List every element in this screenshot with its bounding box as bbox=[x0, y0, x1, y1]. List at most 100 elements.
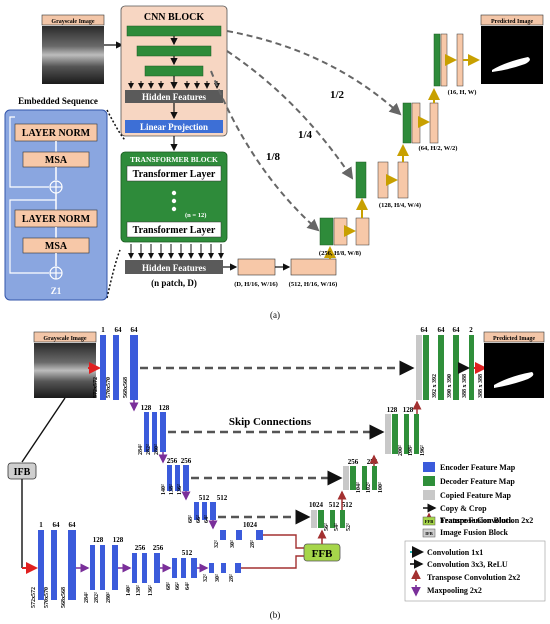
svg-text:LAYER NORM: LAYER NORM bbox=[22, 214, 91, 225]
svg-text:(16, H, W): (16, H, W) bbox=[448, 89, 477, 96]
svg-text:(D, H/16, W/16): (D, H/16, W/16) bbox=[234, 281, 278, 288]
svg-text:136²: 136² bbox=[177, 484, 183, 495]
svg-text:198²: 198² bbox=[408, 445, 414, 456]
svg-text:196²: 196² bbox=[420, 445, 426, 456]
svg-text:Z1: Z1 bbox=[51, 286, 62, 296]
svg-text:28²: 28² bbox=[229, 574, 235, 582]
svg-text:570x570: 570x570 bbox=[44, 587, 50, 608]
svg-text:64: 64 bbox=[53, 521, 61, 529]
bottom-encoder: 1 64 64 572x572 570x570 568x568 128 128 … bbox=[31, 521, 241, 608]
svg-text:100²: 100² bbox=[378, 482, 384, 493]
svg-text:256: 256 bbox=[181, 457, 192, 465]
svg-text:64²: 64² bbox=[204, 515, 210, 523]
svg-text:256: 256 bbox=[135, 544, 146, 552]
svg-text:390 x 390: 390 x 390 bbox=[447, 374, 453, 398]
svg-text:1/8: 1/8 bbox=[266, 151, 281, 163]
svg-text:TRANSFORMER BLOCK: TRANSFORMER BLOCK bbox=[130, 155, 218, 164]
svg-text:32²: 32² bbox=[214, 540, 220, 548]
svg-text:280²: 280² bbox=[106, 592, 112, 603]
svg-text:(a): (a) bbox=[270, 310, 280, 320]
svg-text:66²: 66² bbox=[175, 582, 181, 590]
svg-text:128: 128 bbox=[141, 404, 152, 412]
svg-text:30²: 30² bbox=[215, 574, 221, 582]
svg-text:512: 512 bbox=[199, 494, 210, 502]
svg-text:Predicted Image: Predicted Image bbox=[493, 336, 535, 342]
decoder-chain-a: (D, H/16, W/16) (512, H/16, W/16) (256, … bbox=[223, 14, 544, 288]
svg-text:(256, H/8, W/8): (256, H/8, W/8) bbox=[319, 250, 361, 257]
transformer-block: TRANSFORMER BLOCK Transformer Layer (n =… bbox=[120, 136, 228, 288]
svg-text:102²: 102² bbox=[366, 482, 372, 493]
svg-text:LAYER NORM: LAYER NORM bbox=[22, 128, 91, 139]
svg-text:388 x 388: 388 x 388 bbox=[478, 374, 484, 398]
svg-text:28²: 28² bbox=[250, 540, 256, 548]
svg-text:MSA: MSA bbox=[45, 155, 68, 166]
svg-text:Transpose Convolution 2x2: Transpose Convolution 2x2 bbox=[427, 573, 520, 582]
svg-text:280²: 280² bbox=[154, 444, 160, 455]
svg-text:1024: 1024 bbox=[309, 501, 324, 509]
legend: Encoder Feature Map Decoder Feature Map … bbox=[404, 462, 546, 602]
svg-text:1/4: 1/4 bbox=[298, 129, 313, 141]
svg-text:1: 1 bbox=[39, 521, 43, 529]
svg-text:68²: 68² bbox=[166, 582, 172, 590]
svg-text:32²: 32² bbox=[203, 574, 209, 582]
svg-text:570x570: 570x570 bbox=[106, 377, 112, 398]
svg-text:1/2: 1/2 bbox=[330, 89, 345, 101]
svg-text:(512, H/16, W/16): (512, H/16, W/16) bbox=[289, 281, 338, 288]
svg-text:512: 512 bbox=[342, 501, 353, 509]
embedded-sequence: Embedded Sequence LAYER NORM MSA LAYER N… bbox=[4, 96, 108, 301]
svg-text:CNN BLOCK: CNN BLOCK bbox=[144, 12, 205, 23]
svg-text:Maxpooling 2x2: Maxpooling 2x2 bbox=[427, 586, 482, 595]
svg-text:64: 64 bbox=[421, 326, 429, 334]
svg-text:Encoder Feature Map: Encoder Feature Map bbox=[440, 463, 516, 472]
svg-text:Predicted Image: Predicted Image bbox=[491, 19, 533, 25]
cnn-block: CNN BLOCK Hidden Features Linear Project… bbox=[120, 5, 228, 137]
svg-text:MSA: MSA bbox=[45, 241, 68, 252]
svg-text:54²: 54² bbox=[334, 523, 340, 531]
svg-text:Copy & Crop: Copy & Crop bbox=[440, 504, 487, 513]
svg-text:568x568: 568x568 bbox=[61, 587, 67, 608]
svg-text:128: 128 bbox=[113, 536, 124, 544]
svg-text:Copied Feature Map: Copied Feature Map bbox=[440, 491, 512, 500]
svg-text:64: 64 bbox=[131, 326, 139, 334]
svg-text:68²: 68² bbox=[188, 515, 194, 523]
svg-text:138²: 138² bbox=[136, 585, 142, 596]
svg-text:Transformer Layer: Transformer Layer bbox=[133, 169, 216, 180]
svg-text:128: 128 bbox=[159, 404, 170, 412]
svg-text:64: 64 bbox=[69, 521, 77, 529]
input-image-b: Grayscale Image bbox=[33, 331, 97, 398]
svg-text:2: 2 bbox=[469, 326, 473, 334]
svg-text:104²: 104² bbox=[356, 482, 362, 493]
input-image-a: Grayscale Image bbox=[41, 14, 105, 84]
svg-text:52²: 52² bbox=[346, 523, 352, 531]
svg-text:FFB: FFB bbox=[312, 548, 333, 560]
top-encoder: 1 64 64 572x572 570x570 568x568 128 128 … bbox=[93, 326, 263, 548]
svg-text:64: 64 bbox=[115, 326, 123, 334]
svg-text:512: 512 bbox=[329, 501, 340, 509]
svg-text:138²: 138² bbox=[169, 484, 175, 495]
svg-text:Embedded Sequence: Embedded Sequence bbox=[18, 96, 98, 106]
svg-text:64²: 64² bbox=[185, 582, 191, 590]
svg-text:512: 512 bbox=[182, 549, 193, 557]
svg-text:Decoder Feature Map: Decoder Feature Map bbox=[440, 477, 515, 486]
svg-text:284²: 284² bbox=[84, 592, 90, 603]
svg-text:(128, H/4, W/4): (128, H/4, W/4) bbox=[379, 202, 421, 209]
svg-text:Grayscale Image: Grayscale Image bbox=[43, 336, 86, 342]
svg-text:128: 128 bbox=[93, 536, 104, 544]
svg-text:1: 1 bbox=[101, 326, 105, 334]
svg-text:64: 64 bbox=[438, 326, 446, 334]
svg-text:200²: 200² bbox=[398, 445, 404, 456]
svg-text:Hidden Features: Hidden Features bbox=[142, 92, 207, 102]
svg-text:Transformer Layer: Transformer Layer bbox=[133, 225, 216, 236]
svg-text:64: 64 bbox=[453, 326, 461, 334]
svg-text:Linear Projection: Linear Projection bbox=[140, 122, 208, 132]
svg-text:388 x 388: 388 x 388 bbox=[462, 374, 468, 398]
svg-text:(64, H/2, W/2): (64, H/2, W/2) bbox=[419, 145, 458, 152]
svg-text:Grayscale Image: Grayscale Image bbox=[51, 19, 94, 25]
svg-text:568x568: 568x568 bbox=[123, 377, 129, 398]
svg-text:Hidden Features: Hidden Features bbox=[142, 263, 207, 273]
svg-text:284²: 284² bbox=[138, 444, 144, 455]
svg-text:392 x 392: 392 x 392 bbox=[432, 374, 438, 398]
svg-text:(b): (b) bbox=[270, 610, 281, 620]
svg-text:Image Fusion Block: Image Fusion Block bbox=[440, 528, 509, 537]
